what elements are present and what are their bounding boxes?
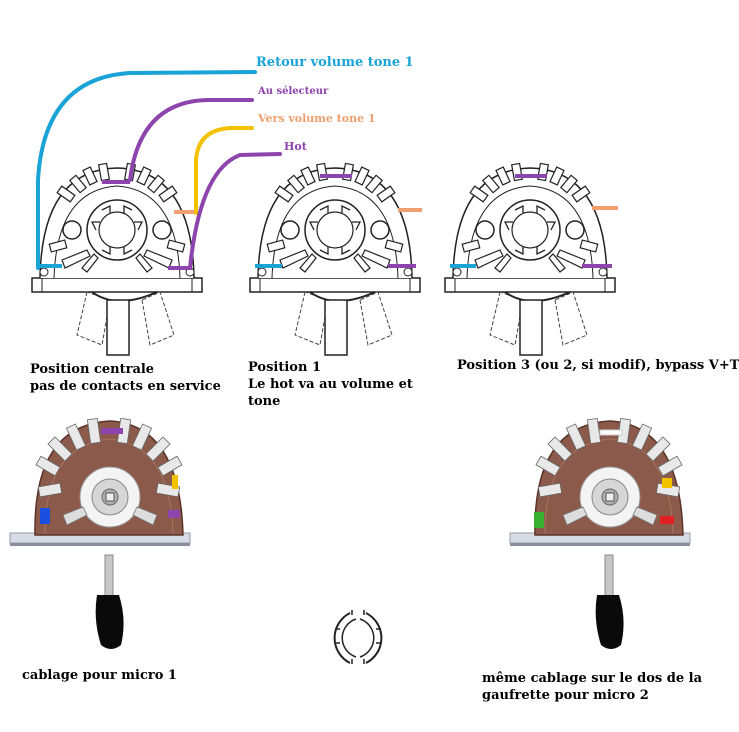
caption-pos1-line3: tone [248,394,281,409]
caption-pos1-line2: Le hot va au volume et [248,377,413,392]
caption-pos1-line1: Position 1 [248,360,321,375]
label-au-selecteur: Au sélecteur [257,86,329,97]
photo2-colour-tabs [534,429,674,528]
position-markers [36,174,618,270]
caption-micro-2: même cablage sur le dos de la gaufrette … [482,670,702,704]
caption-micro2-line2: gaufrette pour micro 2 [482,688,649,703]
photo-switch-micro-1 [9,417,191,650]
wire-vers-volume [194,126,254,215]
caption-position-1: Position 1 Le hot va au volume et tone [248,359,413,410]
caption-center: Position centrale pas de contacts en ser… [30,361,221,395]
photo1-colour-tabs [40,428,180,524]
caption-micro2-line1: même cablage sur le dos de la [482,671,702,686]
wire-hot [188,152,282,270]
label-hot: Hot [284,140,308,153]
label-vers-volume: Vers volume tone 1 [257,112,376,125]
caption-position-3: Position 3 (ou 2, si modif), bypass V+T [457,357,739,374]
switch-position-1 [249,162,421,356]
switch-center-position [31,162,203,356]
caption-micro1-line1: cablage pour micro 1 [22,668,177,683]
caption-pos3-line1: Position 3 (ou 2, si modif), bypass V+T [457,358,739,373]
photo-switch-micro-2 [509,417,691,650]
wire-au-selecteur [128,98,254,182]
caption-center-line2: pas de contacts en service [30,379,221,394]
caption-micro-1: cablage pour micro 1 [22,667,177,684]
wires [36,70,282,270]
wire-retour-volume [36,70,257,270]
label-retour-volume: Retour volume tone 1 [256,55,414,70]
switch-position-3 [444,162,616,356]
wafer-contact-diagram [333,609,383,665]
caption-center-line1: Position centrale [30,362,155,377]
